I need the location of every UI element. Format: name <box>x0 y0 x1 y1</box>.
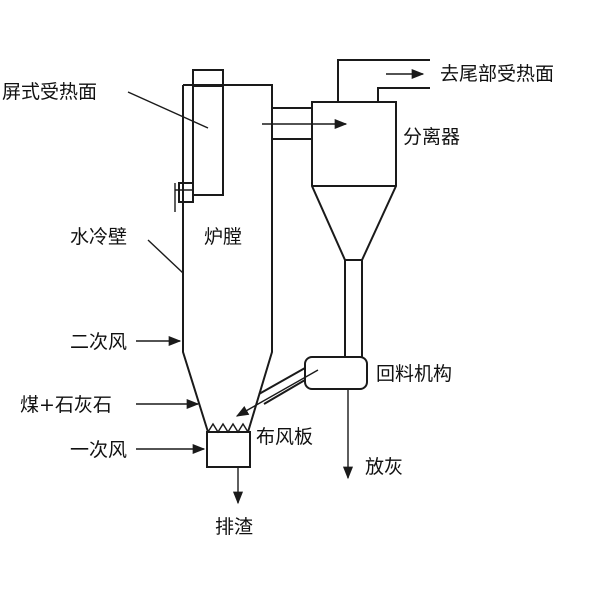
label-ash-discharge: 放灰 <box>365 456 403 478</box>
label-separator: 分离器 <box>403 126 460 148</box>
furnace-body <box>182 84 273 468</box>
label-coal-limestone: 煤+石灰石 <box>20 394 112 416</box>
cyclone-separator <box>311 59 430 358</box>
label-loop-seal: 回料机构 <box>376 363 452 385</box>
loop-seal-box <box>304 356 368 390</box>
loop-seal-assembly <box>235 356 368 480</box>
leader-water-wall <box>147 239 184 274</box>
return-flow-arrow <box>235 369 319 417</box>
label-primary-air: 一次风 <box>70 439 127 461</box>
distributor-plate <box>207 422 249 434</box>
label-water-wall: 水冷壁 <box>70 226 127 248</box>
label-slag-discharge: 排渣 <box>215 516 253 538</box>
label-tail-surface: 去尾部受热面 <box>440 63 554 85</box>
label-screen-surface: 屏式受热面 <box>2 81 97 103</box>
screen-heating-surface <box>174 69 224 212</box>
separator-body <box>311 101 397 261</box>
furnace-top-right-wall <box>183 84 273 433</box>
label-distributor: 布风板 <box>256 426 313 448</box>
leader-screen-surface <box>127 91 209 129</box>
screen-tube-top <box>192 69 224 87</box>
screen-panel <box>178 86 194 203</box>
furnace-left-wall <box>182 85 209 433</box>
label-secondary-air: 二次风 <box>70 331 127 353</box>
gas-exit-pipe <box>337 59 430 102</box>
outlet-duct <box>262 107 348 140</box>
label-furnace: 炉膛 <box>204 226 242 248</box>
wind-box <box>206 431 251 468</box>
